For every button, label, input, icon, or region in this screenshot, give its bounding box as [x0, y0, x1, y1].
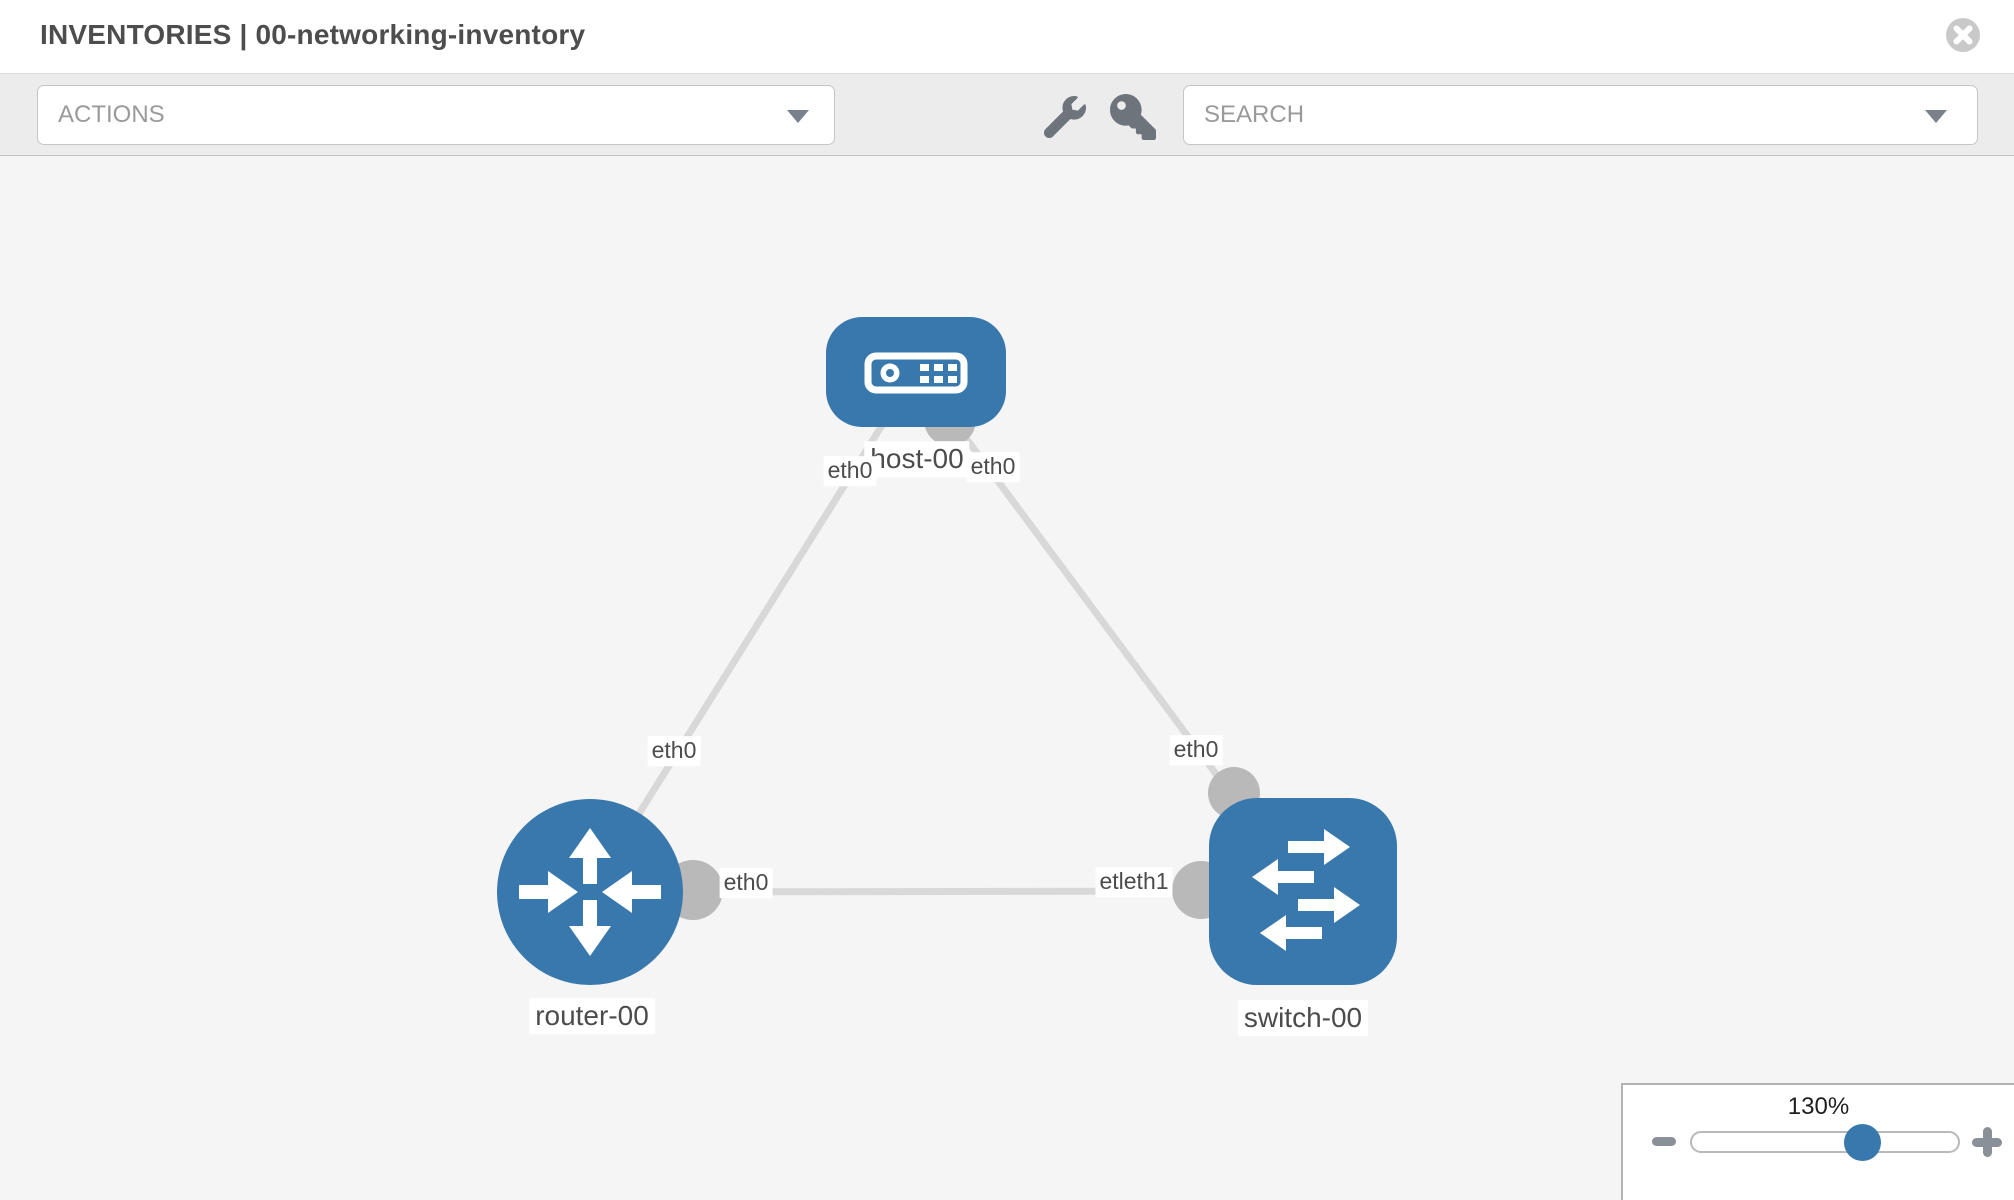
close-icon — [1946, 18, 1980, 52]
node-label-router: router-00 — [529, 998, 655, 1034]
wrench-icon — [1043, 95, 1086, 139]
zoom-panel: 130% — [1621, 1083, 2014, 1200]
zoom-percentage: 130% — [1787, 1093, 1850, 1120]
topology-canvas[interactable]: host-00 router-00 switch-00 eth0 eth0 et… — [0, 156, 2014, 1200]
search-placeholder: SEARCH — [1204, 101, 1305, 128]
close-button[interactable] — [1945, 17, 1981, 53]
switch-icon — [1252, 829, 1360, 951]
node-switch[interactable] — [1209, 798, 1397, 985]
node-label-switch: switch-00 — [1237, 1000, 1369, 1036]
actions-dropdown[interactable]: ACTIONS — [37, 85, 835, 145]
key-icon — [1110, 94, 1156, 140]
if-label-router-right: eth0 — [719, 868, 773, 898]
if-label-switch-top: eth0 — [1169, 735, 1223, 765]
zoom-slider-thumb[interactable] — [1844, 1124, 1881, 1161]
chevron-down-icon — [787, 110, 809, 123]
node-host[interactable] — [826, 317, 1006, 427]
credentials-button[interactable] — [1110, 94, 1156, 140]
actions-dropdown-label: ACTIONS — [58, 101, 165, 128]
configure-button[interactable] — [1043, 95, 1086, 139]
if-label-host-left: eth0 — [823, 456, 877, 486]
node-router[interactable] — [497, 799, 683, 985]
search-dropdown[interactable]: SEARCH — [1183, 85, 1978, 145]
if-label-switch-left-overlapped: etleth1 — [1095, 867, 1173, 897]
header-bar: INVENTORIES | 00-networking-inventory — [0, 0, 2014, 73]
plus-icon — [1982, 1127, 1992, 1157]
node-label-host: host-00 — [864, 441, 970, 477]
page-title: INVENTORIES | 00-networking-inventory — [40, 19, 586, 50]
chevron-down-icon — [1925, 110, 1947, 123]
zoom-slider-track[interactable] — [1690, 1131, 1960, 1153]
if-label-router-top: eth0 — [647, 736, 701, 766]
if-label-host-right: eth0 — [966, 452, 1020, 482]
zoom-out-button[interactable] — [1652, 1137, 1676, 1146]
host-icon — [864, 352, 968, 394]
toolbar: ACTIONS SEARCH — [0, 73, 2014, 156]
router-icon — [519, 828, 661, 956]
zoom-in-button[interactable] — [1972, 1127, 2002, 1157]
